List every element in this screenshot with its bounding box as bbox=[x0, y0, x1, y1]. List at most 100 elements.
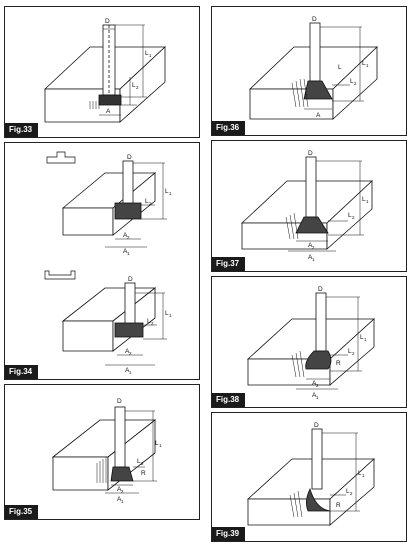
dim-L1-sub: 1 bbox=[366, 199, 369, 204]
cut-hatching bbox=[285, 212, 299, 240]
dim-A2-sub: 2 bbox=[312, 245, 315, 250]
lower-dim-A1-sub: 1 bbox=[129, 370, 132, 375]
dim-A1: A bbox=[117, 496, 122, 503]
upper-dim-L2-sub: 2 bbox=[149, 201, 152, 206]
dim-L2: L bbox=[137, 458, 141, 465]
u-profile-icon bbox=[44, 270, 76, 280]
cut-hatching bbox=[291, 350, 305, 378]
dim-D: D bbox=[117, 398, 122, 405]
dim-R: R bbox=[336, 502, 341, 509]
upper-dim-A1: A bbox=[123, 248, 128, 255]
dim-L2: L bbox=[350, 78, 354, 85]
lower-workpiece-front bbox=[62, 320, 114, 352]
dim-A2: A bbox=[308, 242, 313, 249]
dim-L2: L bbox=[348, 212, 352, 219]
dim-D: D bbox=[308, 150, 313, 157]
dim-L1: L bbox=[155, 440, 159, 447]
router-bit bbox=[303, 22, 333, 100]
dim-L1-sub: 1 bbox=[149, 53, 152, 58]
dim-A: A bbox=[106, 108, 111, 115]
figure-39-label: Fig.39 bbox=[212, 527, 246, 541]
lower-router-bit bbox=[114, 282, 144, 338]
cut-hatching bbox=[291, 78, 309, 108]
dim-A: A bbox=[316, 112, 321, 119]
dimension-lines bbox=[288, 160, 364, 252]
lower-dim-L2-sub: 2 bbox=[151, 321, 154, 326]
dim-L1: L bbox=[145, 50, 149, 57]
upper-router-bit bbox=[114, 160, 142, 220]
figure-36-panel: D L 1 L L 2 A Fig.36 bbox=[211, 6, 407, 136]
dim-L1: L bbox=[360, 334, 364, 341]
figure-34-label: Fig.34 bbox=[5, 365, 39, 379]
dim-L1: L bbox=[358, 470, 362, 477]
dim-L1: L bbox=[362, 60, 366, 67]
dim-L2-sub: 2 bbox=[350, 491, 353, 496]
upper-dim-A2: A bbox=[123, 232, 128, 239]
dim-A1: A bbox=[312, 392, 317, 399]
upper-dimension-lines bbox=[105, 162, 167, 248]
dim-A2-sub: 2 bbox=[121, 489, 124, 494]
dimension-lines bbox=[296, 296, 362, 390]
dim-L1: L bbox=[362, 196, 366, 203]
router-bit bbox=[305, 292, 332, 370]
dim-R: R bbox=[336, 360, 341, 367]
dim-A1: A bbox=[308, 254, 313, 261]
fig36-drawing: D L 1 L L 2 A bbox=[249, 16, 378, 120]
figure-37-label: Fig.37 bbox=[212, 257, 246, 271]
lower-dim-A2-sub: 2 bbox=[129, 351, 132, 356]
figure-36-label: Fig.36 bbox=[212, 121, 246, 135]
cut-hatching bbox=[89, 101, 100, 109]
fig34-drawing: D L 1 L 2 A 2 A 1 D L 1 L 2 A bbox=[44, 151, 172, 375]
figure-34-panel: D L 1 L 2 A 2 A 1 D L 1 L 2 A bbox=[4, 142, 200, 380]
fig38-drawing: D L 1 L 2 R A 2 A 1 bbox=[246, 286, 376, 400]
fig35-drawing: D L 1 L 2 R A 2 A 1 bbox=[51, 398, 162, 504]
upper-dim-L1-sub: 1 bbox=[169, 191, 172, 196]
workpiece-side-face bbox=[329, 318, 375, 386]
upper-dim-A1-sub: 1 bbox=[127, 251, 130, 256]
lower-dim-A1: A bbox=[125, 367, 130, 374]
dim-A2-sub: 2 bbox=[316, 383, 319, 388]
dim-L1-sub: 1 bbox=[159, 443, 162, 448]
dim-R: R bbox=[141, 470, 146, 477]
dim-A1-sub: 1 bbox=[312, 257, 315, 262]
dim-L1-sub: 1 bbox=[362, 473, 365, 478]
dim-A2: A bbox=[117, 486, 122, 493]
dim-L2: L bbox=[132, 82, 136, 89]
workpiece-side-face bbox=[119, 46, 166, 123]
dimension-lines bbox=[99, 24, 147, 116]
upper-dim-L2: L bbox=[145, 198, 149, 205]
dim-D: D bbox=[318, 286, 323, 293]
router-bit bbox=[306, 428, 331, 512]
lower-dim-L1-sub: 1 bbox=[169, 313, 172, 318]
workpiece-front-face bbox=[247, 498, 331, 526]
dim-A2: A bbox=[312, 380, 317, 387]
dim-L2: L bbox=[348, 348, 352, 355]
dim-L3: L bbox=[338, 64, 342, 71]
cut-hatching bbox=[96, 457, 107, 483]
dim-A1-sub: 1 bbox=[316, 395, 319, 400]
figure-33-label: Fig.33 bbox=[5, 123, 39, 137]
dim-D: D bbox=[312, 16, 317, 23]
fig33-drawing: D L 1 L 2 A bbox=[43, 18, 167, 123]
lower-dim-D: D bbox=[128, 276, 133, 283]
figure-35-label: Fig.35 bbox=[5, 505, 39, 519]
figure-37-panel: D L 1 L 2 A 2 A 1 Fig.37 bbox=[211, 140, 407, 272]
router-bit bbox=[98, 24, 122, 106]
figure-38-label: Fig.38 bbox=[212, 393, 246, 407]
dim-L2-sub: 2 bbox=[354, 81, 357, 86]
dim-L2-sub: 2 bbox=[136, 85, 139, 90]
figure-38-panel: D L 1 L 2 R A 2 A 1 Fig.38 bbox=[211, 276, 407, 408]
dim-L2: L bbox=[346, 488, 350, 495]
fig39-drawing: D L 1 L 2 R bbox=[246, 422, 376, 526]
dim-L1-sub: 1 bbox=[366, 63, 369, 68]
dimension-lines bbox=[105, 410, 157, 494]
figure-39-panel: D L 1 L 2 R Fig.39 bbox=[211, 412, 407, 542]
dimension-lines bbox=[304, 26, 364, 110]
upper-dim-A2-sub: 2 bbox=[127, 235, 130, 240]
dimension-lines bbox=[322, 432, 360, 512]
dim-A1-sub: 1 bbox=[121, 499, 124, 504]
dim-L1-sub: 1 bbox=[364, 337, 367, 342]
figure-33-panel: D L 1 L 2 A Fig.33 bbox=[4, 6, 200, 138]
figure-35-panel: D L 1 L 2 R A 2 A 1 Fig.35 bbox=[4, 384, 200, 520]
lower-dim-L1: L bbox=[165, 310, 169, 317]
